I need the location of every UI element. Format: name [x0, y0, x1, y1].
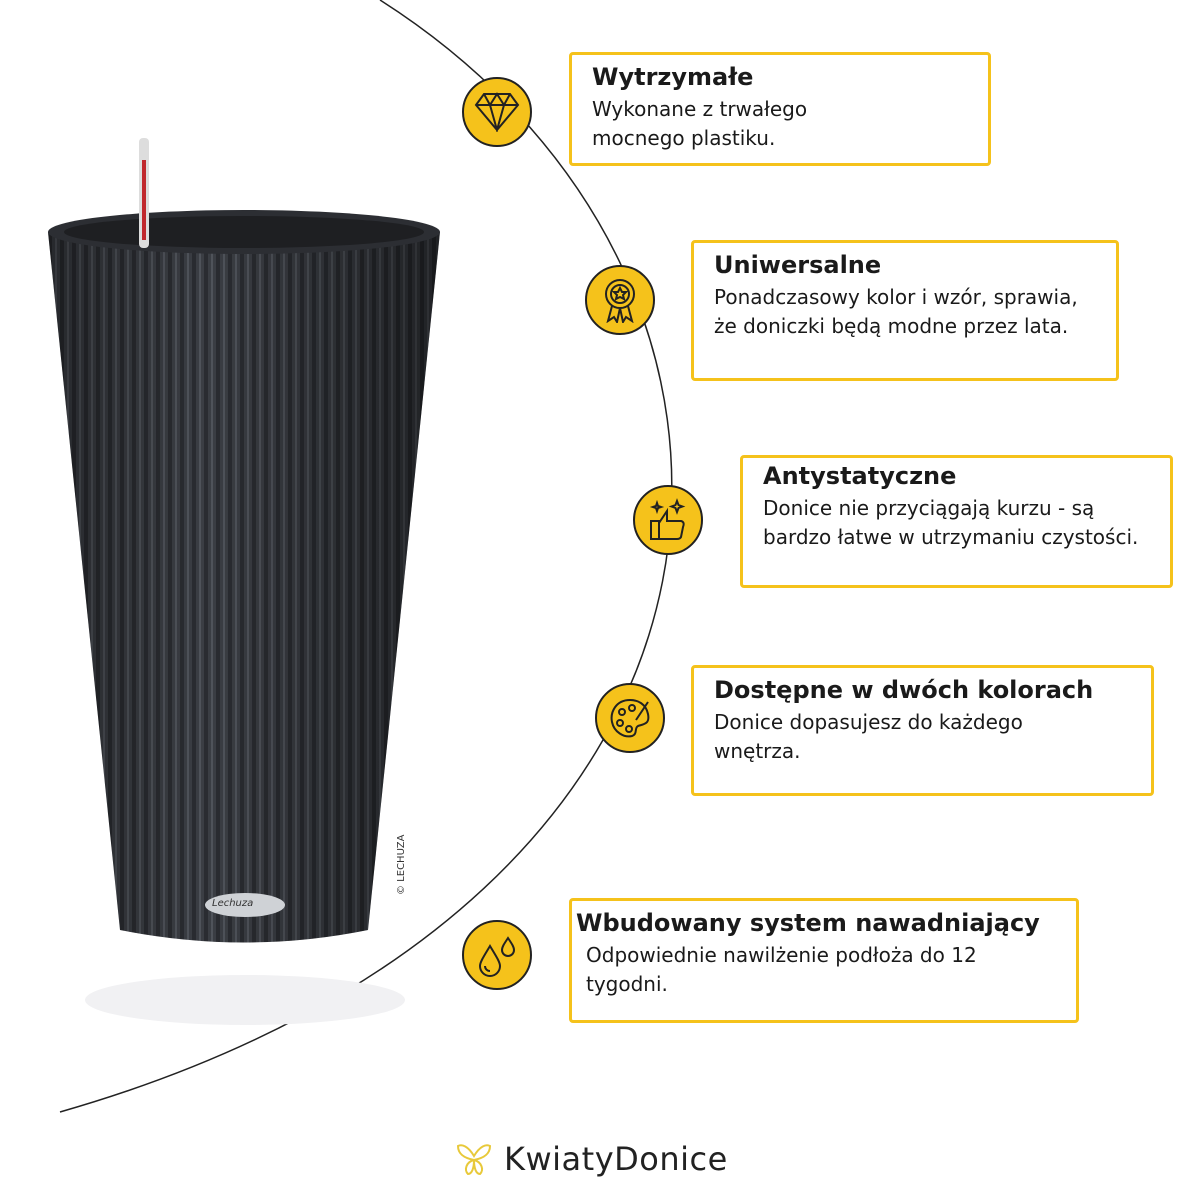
feature-text: Ponadczasowy kolor i wzór, sprawia, że d… — [714, 285, 1078, 338]
feature-card-watering: Wbudowany system nawadniający Odpowiedni… — [569, 898, 1079, 1023]
feature-title: Wytrzymałe — [592, 63, 754, 91]
feature-card-colors: Dostępne w dwóch kolorach Donice dopasuj… — [691, 665, 1154, 796]
butterfly-icon — [456, 1144, 492, 1176]
feature-text: Donice nie przyciągają kurzu - są bardzo… — [763, 496, 1139, 549]
pot-badge: Lechuza — [212, 898, 254, 909]
feature-card-antistatic: Antystatyczne Donice nie przyciągają kur… — [740, 455, 1173, 588]
feature-text: Donice dopasujesz do każdego wnętrza. — [714, 710, 1023, 763]
feature-title: Dostępne w dwóch kolorach — [714, 676, 1094, 704]
product-pot-image — [48, 138, 440, 1025]
sparkle-thumbs-up-icon — [633, 485, 703, 555]
feature-title: Uniwersalne — [714, 251, 882, 279]
award-medal-icon — [585, 265, 655, 335]
water-drops-icon — [462, 920, 532, 990]
feature-title: Wbudowany system nawadniający — [576, 909, 1040, 937]
copyright-text: © LECHUZA — [396, 834, 407, 895]
feature-title: Antystatyczne — [763, 462, 957, 490]
feature-card-universal: Uniwersalne Ponadczasowy kolor i wzór, s… — [691, 240, 1119, 381]
diamond-icon — [462, 77, 532, 147]
feature-text: Wykonane z trwałego mocnego plastiku. — [592, 97, 808, 150]
feature-card-durable: Wytrzymałe Wykonane z trwałego mocnego p… — [569, 52, 991, 166]
brand-logo: KwiatyDonice — [456, 1140, 728, 1178]
feature-text: Odpowiednie nawilżenie podłoża do 12 tyg… — [586, 943, 977, 996]
palette-icon — [595, 683, 665, 753]
brand-name: KwiatyDonice — [504, 1140, 728, 1178]
